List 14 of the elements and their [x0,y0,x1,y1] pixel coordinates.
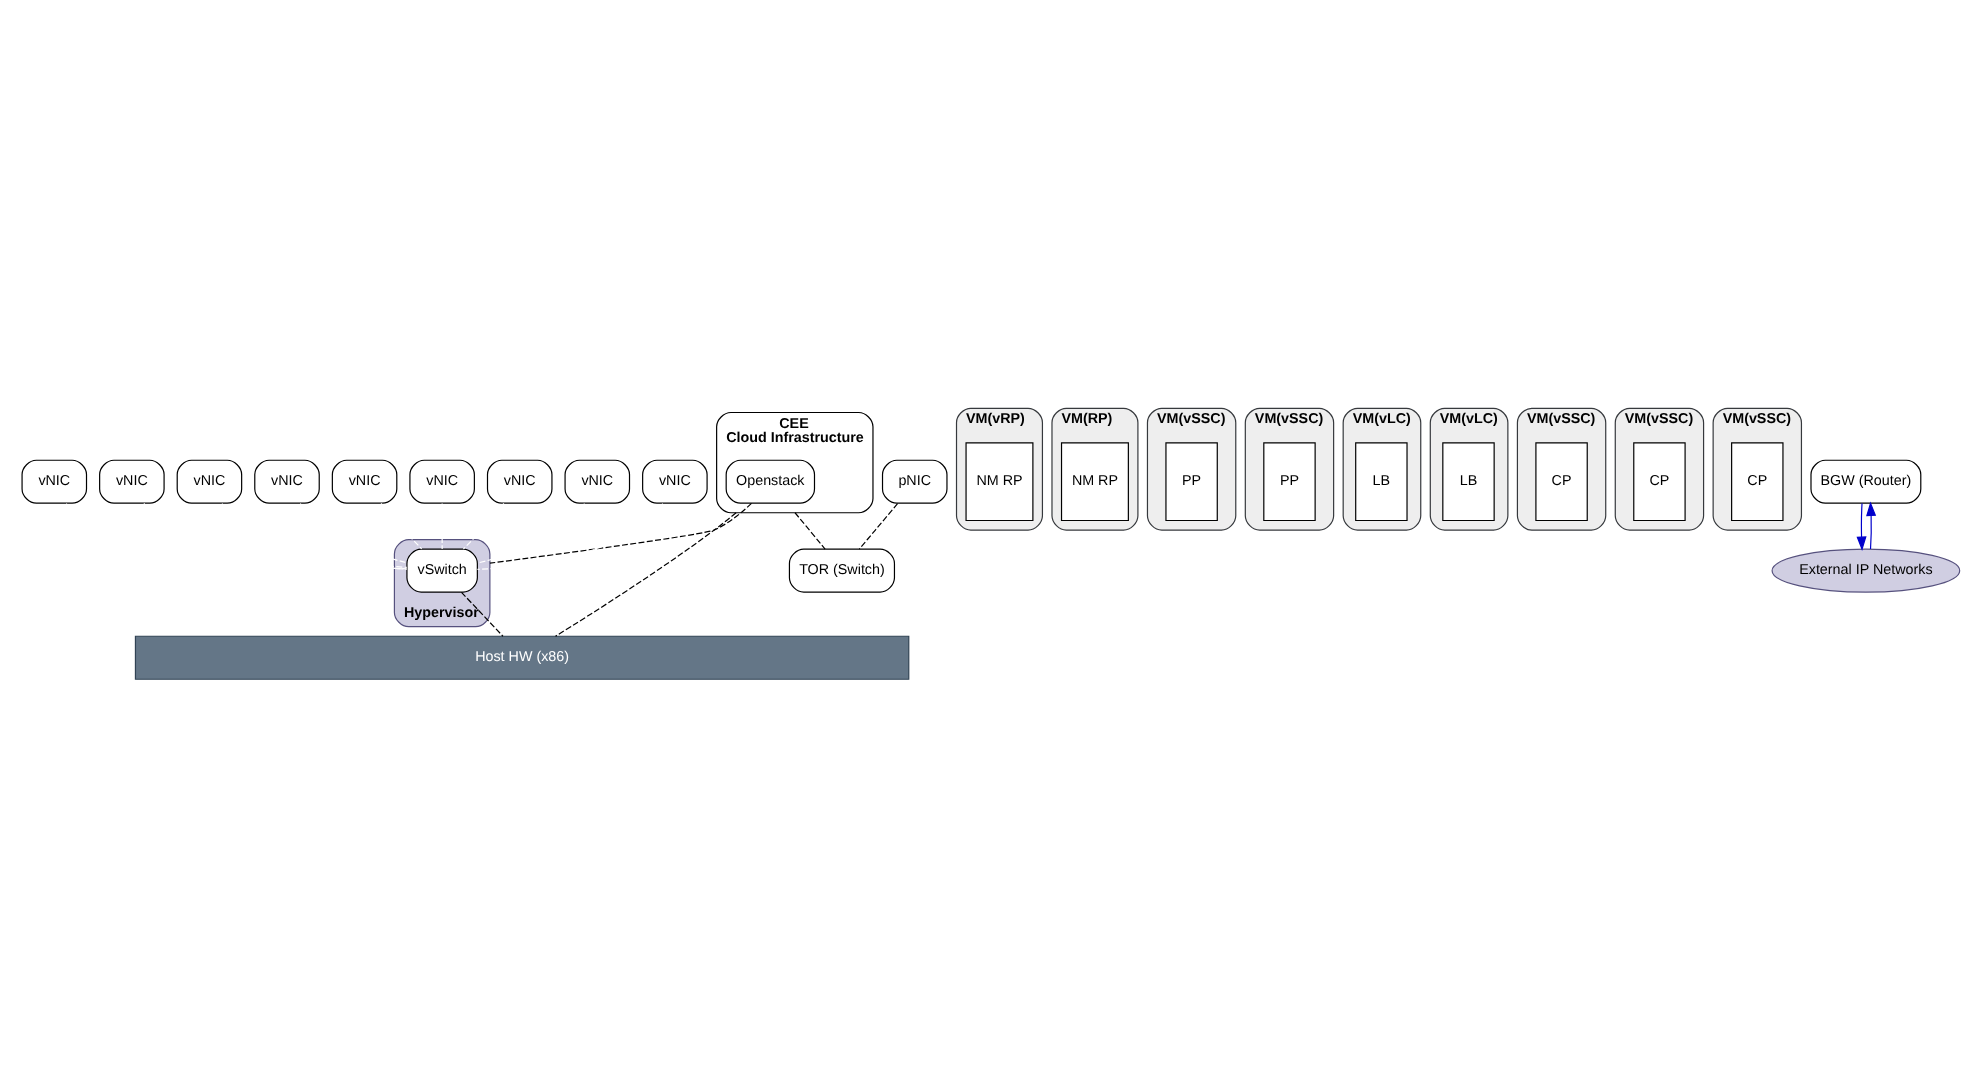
connector [65,501,408,569]
connector [299,501,408,563]
connector [858,502,899,549]
connector [380,501,423,549]
connector [462,501,505,549]
connector [477,501,586,563]
connector [221,502,408,569]
arrow [1856,501,1867,550]
connector [143,501,408,567]
connector [554,511,737,636]
arrow [1866,500,1877,549]
connector [476,502,664,569]
connector [794,511,826,549]
connector [489,501,753,563]
